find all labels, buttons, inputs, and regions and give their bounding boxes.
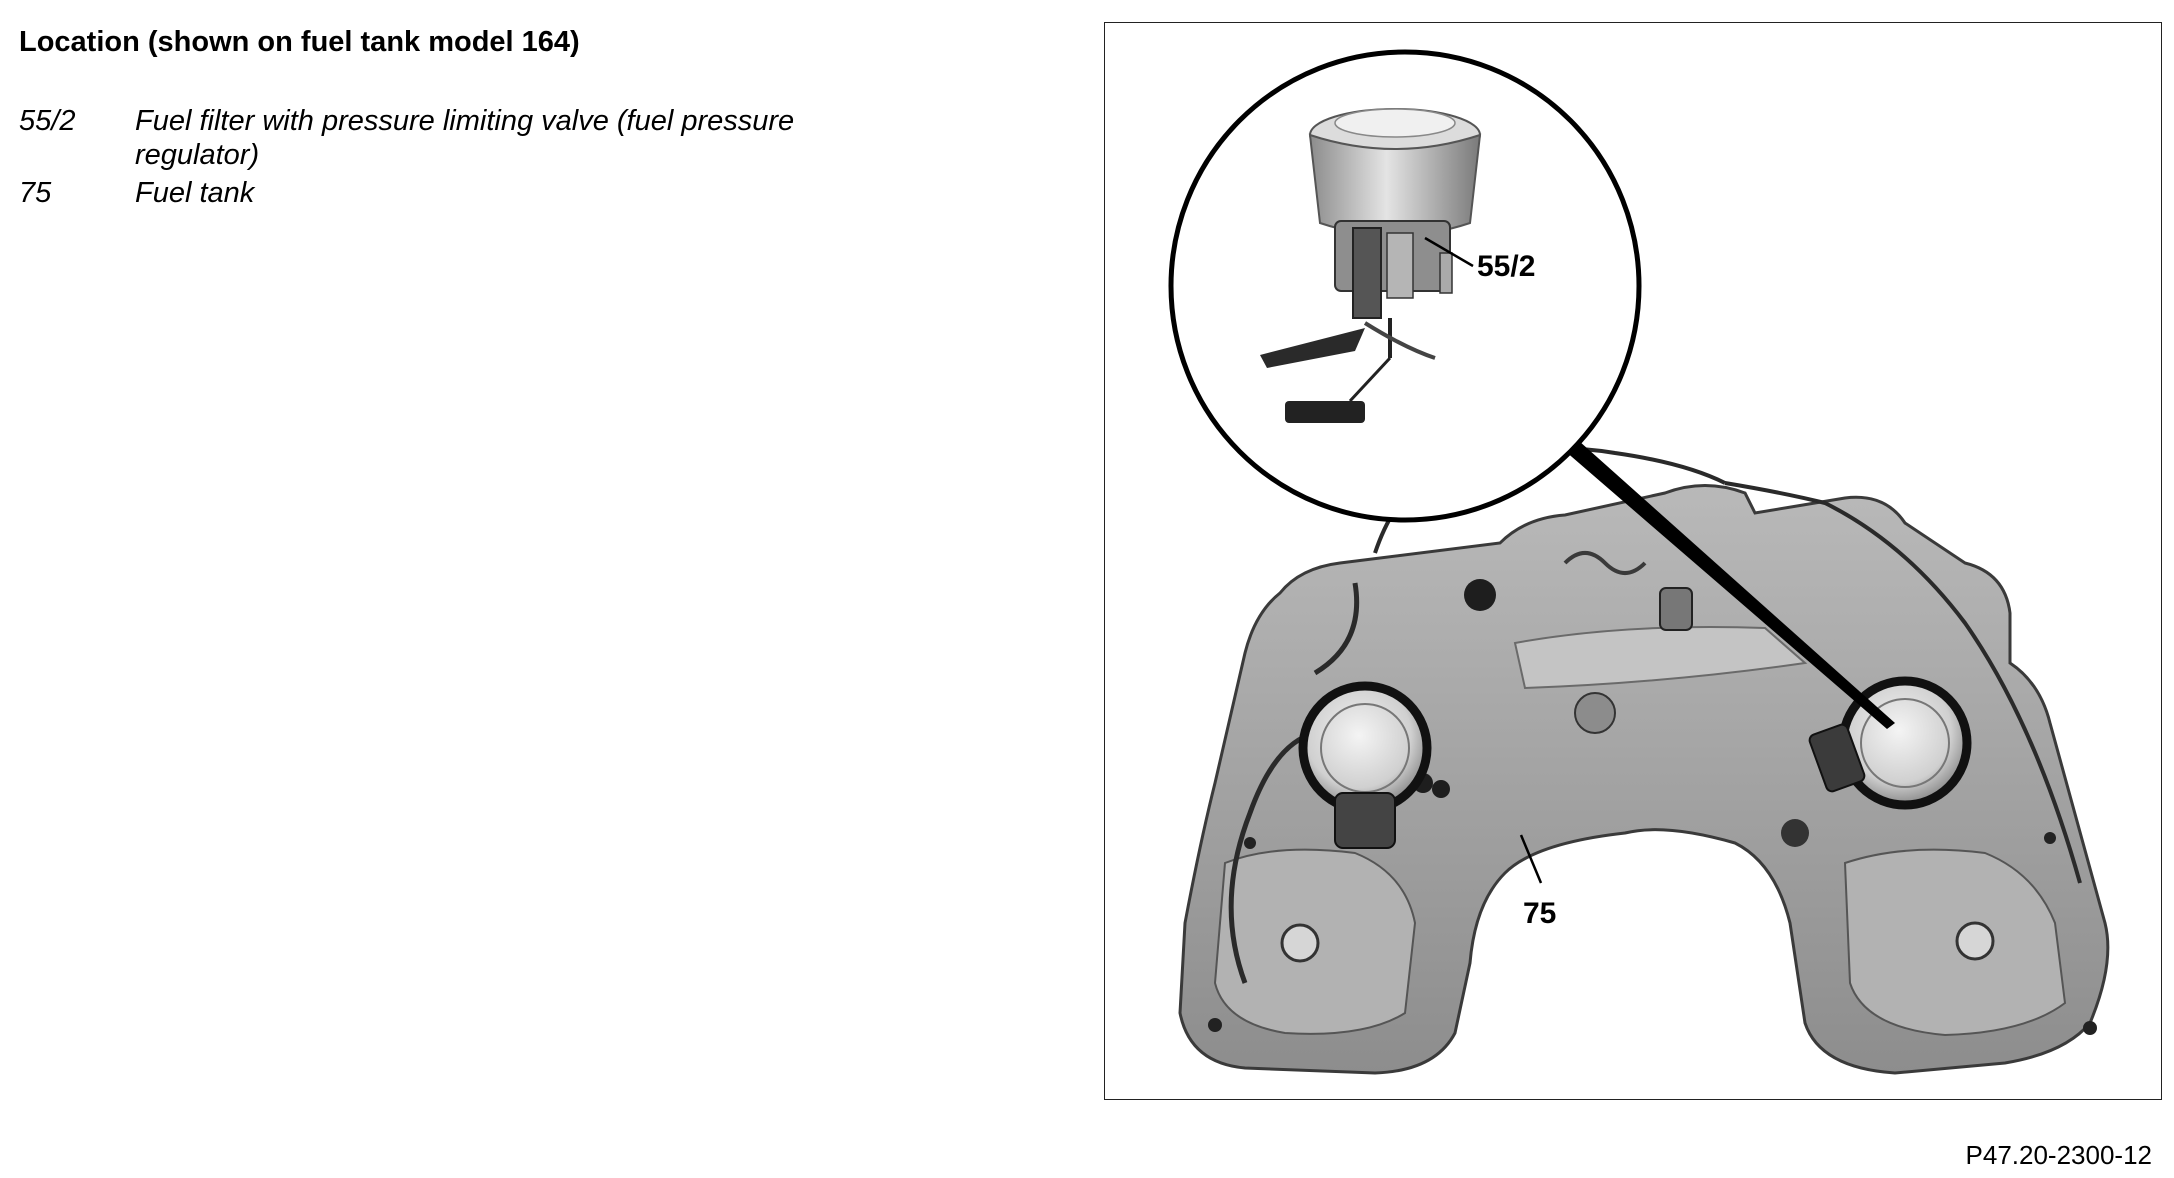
detail-circle: 55/2	[1168, 49, 1642, 523]
callout-55-2: 55/2	[1477, 250, 1535, 283]
legend-code: 55/2	[19, 105, 76, 137]
callout-75: 75	[1523, 897, 1556, 930]
tank-leader-line	[1519, 834, 1543, 884]
legend-code: 75	[19, 177, 52, 209]
legend-list: 55/2 Fuel filter with pressure limiting …	[19, 104, 919, 214]
legend-item: 75 Fuel tank	[19, 176, 919, 210]
legend-description: Fuel filter with pressure limiting valve…	[135, 105, 795, 171]
fuel-tank-figure: 55/2 75	[1104, 22, 2162, 1100]
document-id: P47.20-2300-12	[1965, 1140, 2152, 1170]
detail-leader-line	[1550, 438, 1895, 729]
legend-item: 55/2 Fuel filter with pressure limiting …	[19, 104, 919, 172]
legend-description: Fuel tank	[135, 177, 255, 209]
fuel-tank-illustration: 55/2 75	[1168, 49, 2110, 1075]
page-heading: Location (shown on fuel tank model 164)	[19, 26, 580, 58]
fuel-tank-body	[1178, 446, 2110, 1075]
